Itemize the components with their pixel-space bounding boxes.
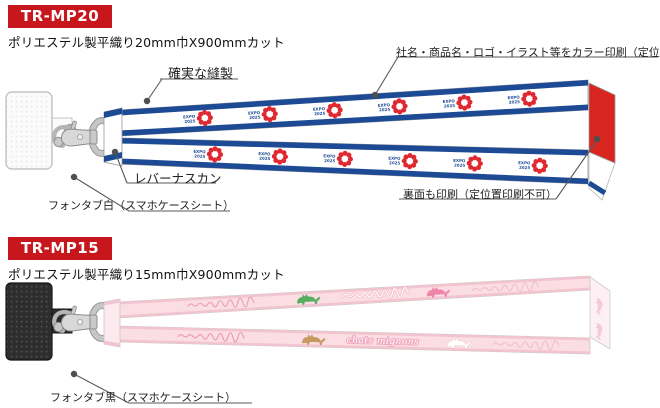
lanyard-tr-mp15: chats mignons bbox=[5, 275, 611, 361]
leader-dot bbox=[70, 370, 78, 378]
callout-print-area: 社名・商品名・ロゴ・イラスト等をカラー印刷（定位置） bbox=[396, 46, 660, 59]
back-print-red-block bbox=[588, 82, 616, 164]
leader-dot bbox=[143, 97, 151, 105]
product-code-badge: TR-MP20 bbox=[8, 5, 112, 28]
pink-strap-upper bbox=[117, 275, 591, 319]
leader-dot bbox=[371, 91, 379, 99]
strap-lower bbox=[119, 137, 589, 185]
leader-dots bbox=[70, 91, 601, 378]
callout-back-print: 裏面も印刷（定位置印刷不可） bbox=[403, 188, 557, 201]
callout-leaders bbox=[73, 56, 658, 404]
leader-dot bbox=[593, 135, 601, 143]
leader-clasp bbox=[114, 151, 128, 184]
product-code-badge: TR-MP15 bbox=[8, 237, 112, 260]
callout-stitching: 確実な縫製 bbox=[168, 67, 234, 82]
callout-phone-tab-white: フォンタブ白（スマホケースシート） bbox=[48, 199, 235, 212]
callout-phone-tab-black: フォンタブ黒（スマホケースシート） bbox=[50, 391, 237, 404]
product-spec: ポリエステル製平織り15mm巾X900mmカット bbox=[8, 267, 285, 282]
leader-dot bbox=[70, 173, 78, 181]
strap-upper bbox=[119, 79, 589, 137]
pink-strap-script-text: chats mignons bbox=[346, 336, 419, 348]
pink-strap-loop bbox=[103, 298, 121, 348]
lanyard-tr-mp20 bbox=[5, 79, 616, 201]
leader-back-print bbox=[555, 139, 598, 200]
leader-phone-tab-black bbox=[73, 373, 130, 404]
strap-fold-end bbox=[587, 82, 616, 201]
callout-clasp: レバーナスカン bbox=[134, 171, 222, 186]
leader-print-area bbox=[374, 56, 399, 96]
leader-phone-tab-white bbox=[73, 176, 130, 212]
strap-fold-end-pink bbox=[589, 276, 611, 350]
product-spec: ポリエステル製平織り20mm巾X900mmカット bbox=[8, 35, 285, 50]
leader-stitching bbox=[146, 78, 163, 102]
leader-dot bbox=[111, 148, 119, 156]
strap-loop bbox=[103, 107, 123, 167]
pink-strap-lower: chats mignons bbox=[117, 325, 591, 355]
